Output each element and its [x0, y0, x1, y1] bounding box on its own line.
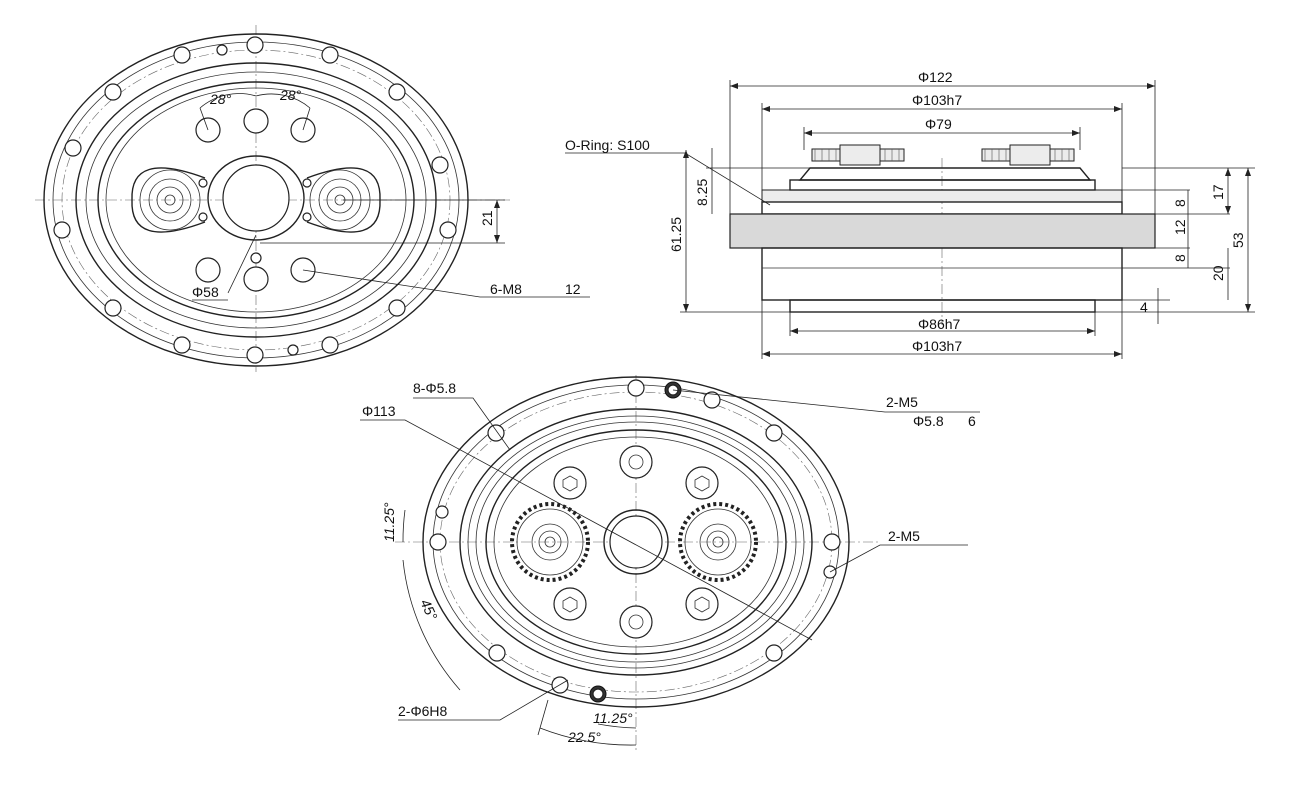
bolt-hole: [431, 156, 449, 174]
angle-arc-45: [402, 559, 461, 691]
h-8-25-label: 8.25: [694, 179, 710, 206]
bottom-gear-right: [678, 502, 758, 582]
angle-label-right: 28°: [279, 87, 302, 103]
m8-leader: [302, 269, 590, 298]
oring-label: O-Ring: S100: [565, 137, 650, 153]
dia-86-label: Φ86h7: [918, 316, 961, 332]
tap-top-right-label: 2-M5: [886, 394, 918, 410]
bottom-outer-flange: [422, 376, 850, 708]
bottom-view: 8-Φ5.8 Φ113 2-M5 Φ5.8 6 2-M5 2-Φ6H8 11.2…: [360, 375, 980, 750]
h-20-label: 20: [1210, 265, 1226, 281]
dia-103-bottom-label: Φ103h7: [912, 338, 962, 354]
flange-bolt-holes: [53, 36, 457, 364]
bolt-hole: [388, 299, 406, 317]
angle-arc-22: [539, 727, 637, 746]
h-8-lower-label: 8: [1172, 254, 1188, 262]
m8-depth-label: 12: [565, 281, 581, 297]
h-4-label: 4: [1140, 299, 1148, 315]
bolt-hole: [321, 336, 339, 354]
offset-label: 21: [479, 210, 495, 226]
tap-top-right-leader: [672, 389, 980, 413]
top-boss: [789, 179, 1096, 191]
tap-top-right-depth-label: 6: [968, 413, 976, 429]
dia-79-label: Φ79: [925, 116, 952, 132]
bolt-hole: [104, 299, 122, 317]
bottom-center-bore: [609, 515, 663, 569]
oring-leader: [565, 152, 771, 206]
mount-holes-leader: [413, 397, 511, 451]
pin-hole: [287, 344, 299, 356]
angle-11-bottom-label: 11.25°: [593, 710, 633, 726]
bolt-hole: [173, 336, 191, 354]
h-17-label: 17: [1210, 184, 1226, 200]
dia-122-label: Φ122: [918, 69, 953, 85]
top-cap: [798, 167, 1092, 181]
upper-shoulder: [761, 189, 1123, 203]
bottom-gear-left: [510, 502, 590, 582]
center-hub: [207, 155, 305, 241]
pcd-label: Φ58: [192, 284, 219, 300]
h-61-25-label: 61.25: [668, 217, 684, 252]
bottom-face-bolts: [553, 445, 719, 639]
pin-hole: [216, 44, 228, 56]
pin-holes-label: 2-Φ6H8: [398, 703, 448, 719]
dia-103-top-label: Φ103h7: [912, 92, 962, 108]
bolt-hole: [321, 46, 339, 64]
mount-pcd-label: Φ113: [362, 403, 396, 419]
bolt-hole: [246, 36, 264, 54]
m8-label: 6-M8: [490, 281, 522, 297]
h-8-upper-label: 8: [1172, 199, 1188, 207]
bolt-hole: [53, 221, 71, 239]
angle-22-label: 22.5°: [567, 729, 601, 745]
bottom-flange-holes: [429, 379, 841, 703]
center-flange: [729, 213, 1156, 249]
mount-pcd-leader: [360, 419, 813, 641]
side-view: Φ122 Φ103h7 Φ79 O-Ring: S100 8.25 61.25 …: [565, 69, 1255, 359]
bottom-ring-1: [459, 408, 813, 676]
tap-top-right-sub-label: Φ5.8: [913, 413, 944, 429]
bottom-ring-3: [475, 421, 797, 663]
gear-well-left: [131, 167, 208, 233]
bolt-hole: [388, 83, 406, 101]
mount-holes-label: 8-Φ5.8: [413, 380, 456, 396]
pin-holes-leader: [398, 679, 569, 721]
angle-11-left-label: 11.25°: [381, 502, 397, 542]
angle-arc-11-left: [402, 509, 406, 543]
angle-arc-right: [255, 93, 311, 109]
side-gear-left: [811, 144, 905, 166]
angle-arc-left: [199, 93, 257, 109]
bottom-center-hub: [603, 509, 669, 575]
side-gear-right: [981, 144, 1075, 166]
angle-arc-11-bottom: [597, 723, 637, 729]
bolt-hole: [439, 221, 457, 239]
bolt-hole: [104, 83, 122, 101]
bottom-face: [493, 436, 779, 648]
tap-right-leader: [829, 544, 968, 573]
bolt-hole: [173, 46, 191, 64]
bottom-ring-2: [467, 415, 805, 669]
bottom-spigot: [789, 299, 1096, 313]
m8-holes: [195, 108, 316, 292]
bolt-hole: [64, 139, 82, 157]
bolt-hole: [246, 346, 264, 364]
top-left-view: 28° 28° Φ58 6-M8 12 21: [35, 25, 590, 372]
tap-right-label: 2-M5: [888, 528, 920, 544]
pcd-leader: [227, 234, 257, 294]
h-12-label: 12: [1172, 219, 1188, 235]
angle-label-left: 28°: [209, 91, 232, 107]
bottom-ring-4: [485, 429, 787, 655]
center-bore: [222, 164, 290, 232]
h-53-label: 53: [1230, 232, 1246, 248]
